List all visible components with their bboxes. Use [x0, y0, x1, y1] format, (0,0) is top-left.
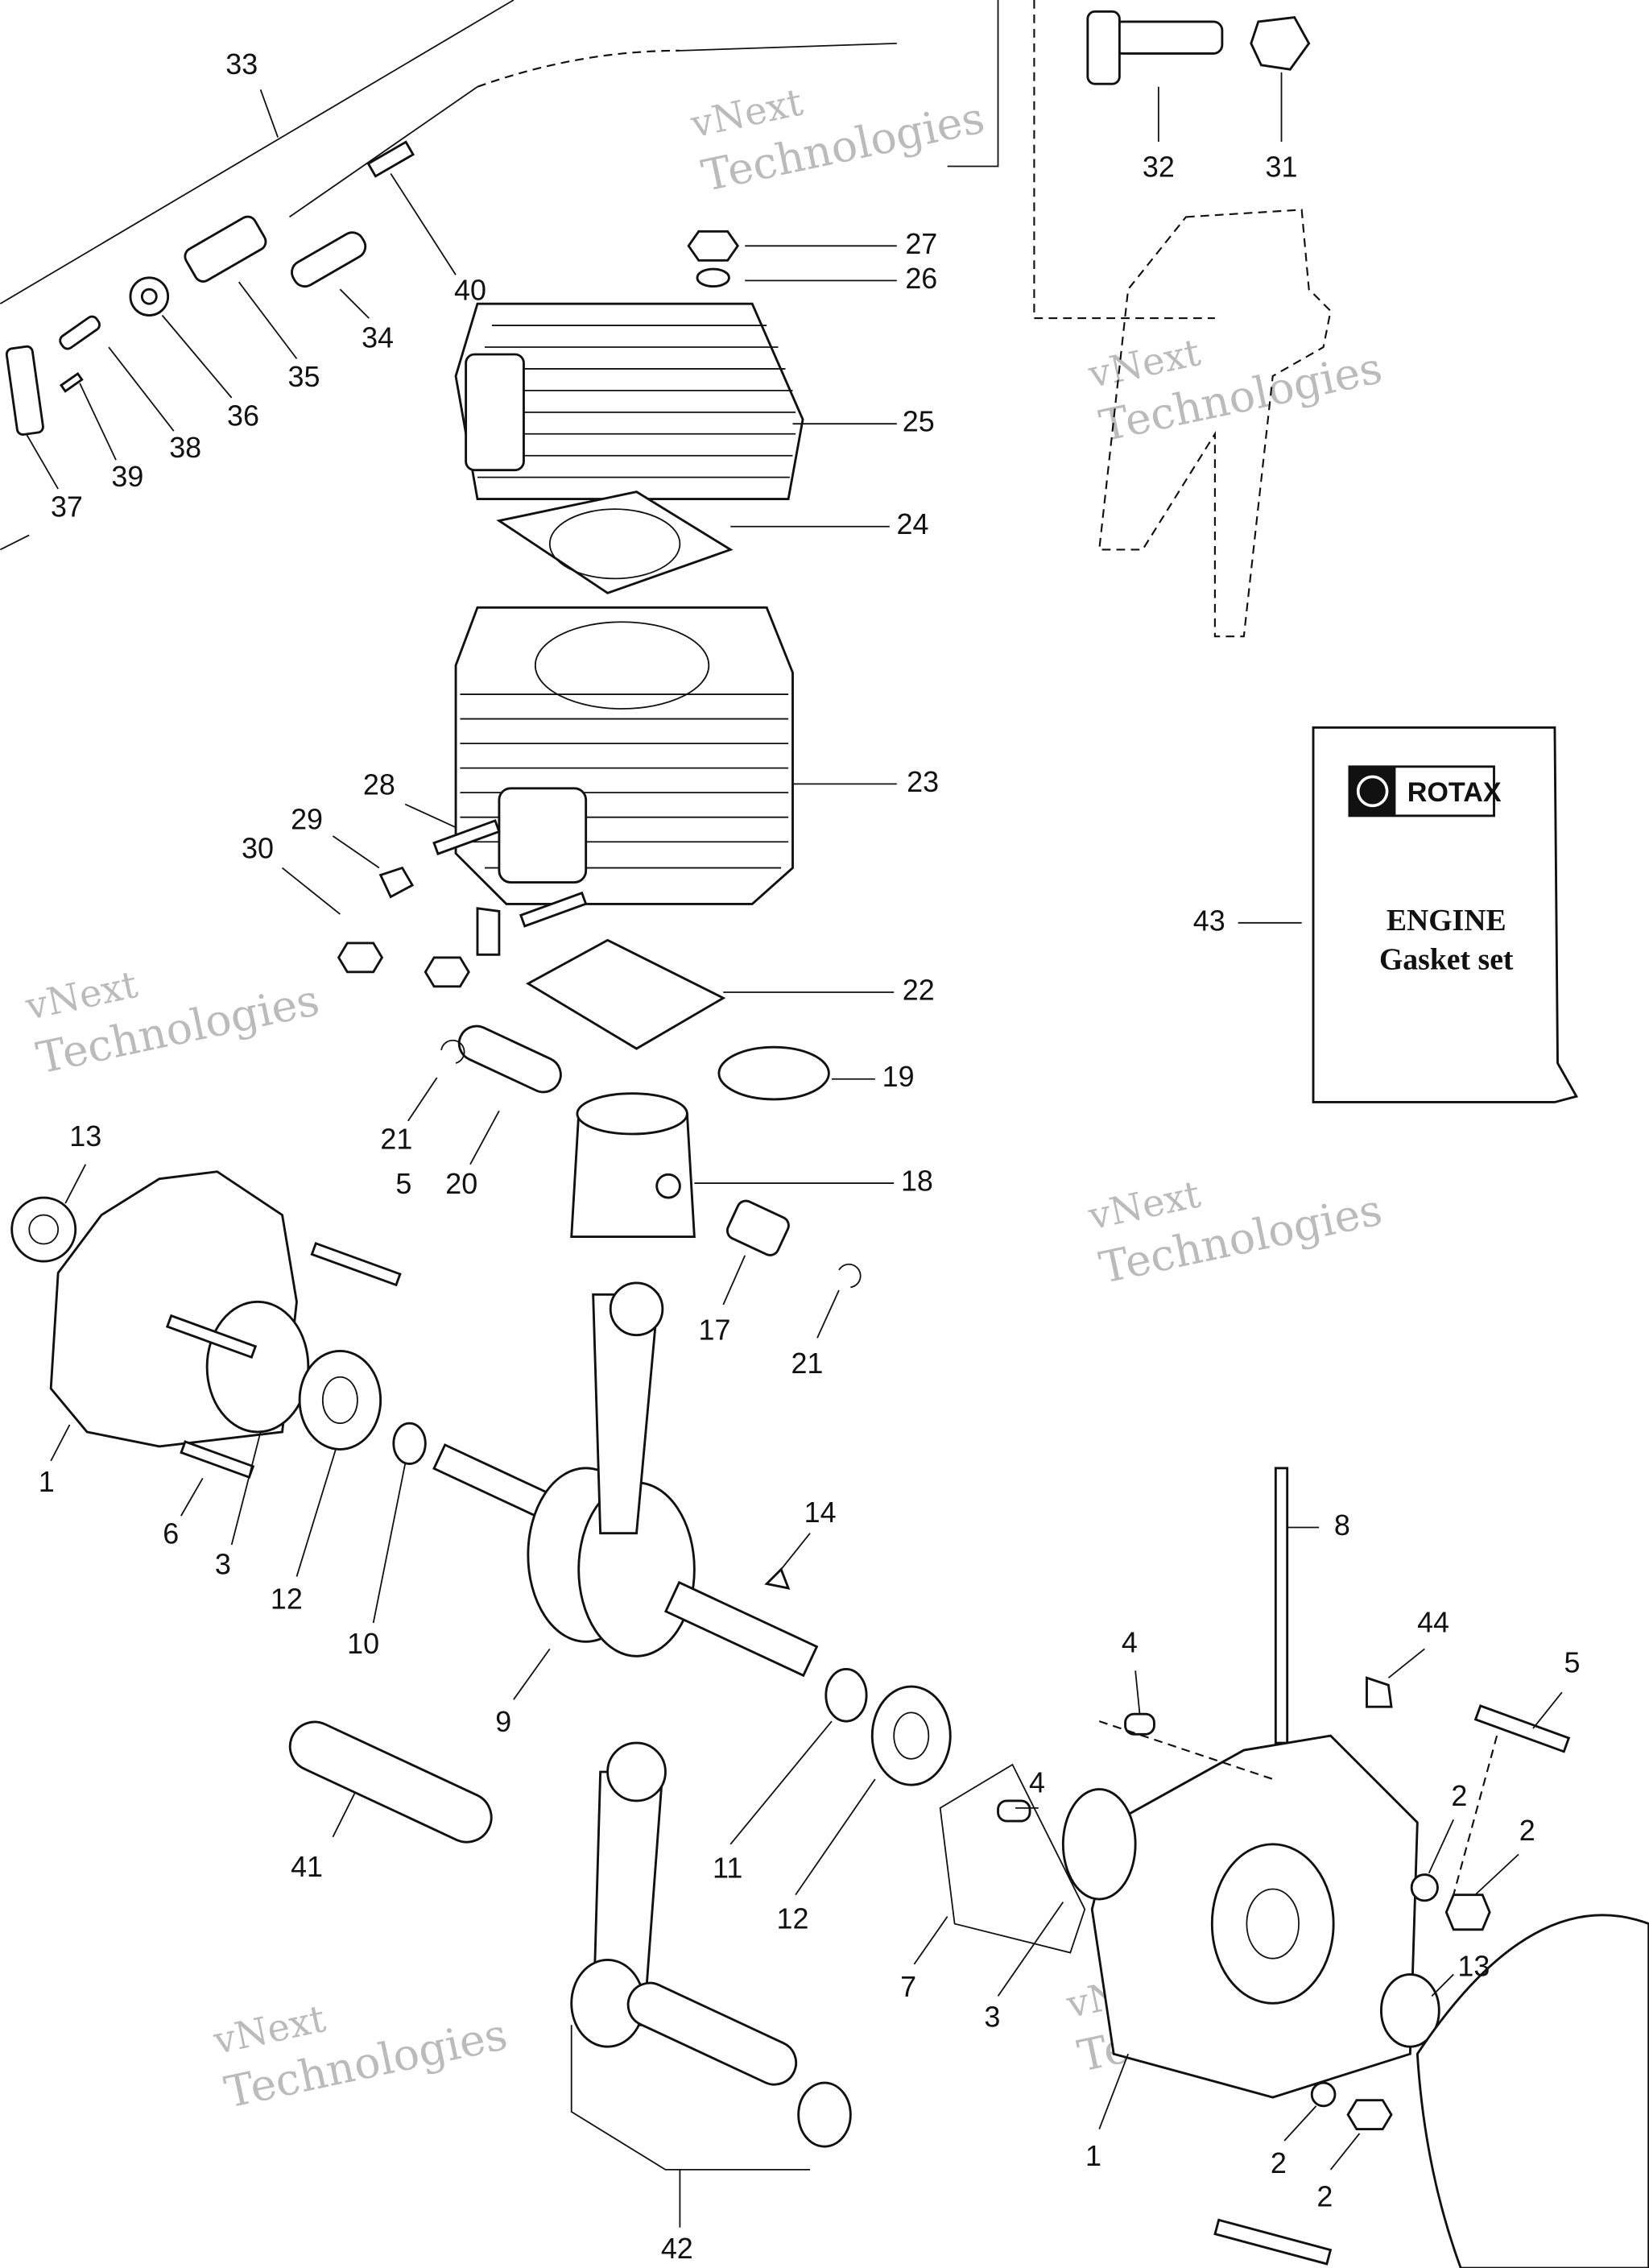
leader-lines [25, 72, 1563, 2228]
bombardier-emblem-icon [1349, 766, 1396, 816]
callout-4: 4 [1029, 1766, 1045, 1799]
callout-24: 24 [897, 507, 929, 540]
gasket-kit-package: ROTAX ENGINE Gasket set [1312, 726, 1579, 1103]
callout-33: 33 [225, 48, 258, 81]
callout-43: 43 [1193, 904, 1225, 937]
crankcase-right [939, 1467, 1649, 2268]
base-gasket [525, 938, 726, 1050]
bracket-outline [1098, 209, 1332, 638]
callout-21: 21 [791, 1347, 823, 1380]
callout-32: 32 [1143, 151, 1175, 184]
bearings-right [824, 1668, 952, 1786]
connecting-rod-kit [570, 1741, 852, 2171]
head-gasket [496, 490, 734, 594]
cylinder-head [454, 302, 804, 501]
callout-19: 19 [882, 1060, 915, 1093]
callout-40: 40 [454, 273, 486, 306]
callout-1: 1 [1085, 2139, 1101, 2172]
callout-3: 3 [984, 2001, 1000, 2034]
callout-25: 25 [903, 405, 935, 438]
callout-23: 23 [907, 765, 939, 798]
callout-34: 34 [362, 321, 394, 354]
nut [687, 230, 739, 262]
cylinder [454, 606, 794, 905]
callout-42: 42 [661, 2232, 693, 2265]
callout-2: 2 [1271, 2146, 1287, 2179]
callout-41: 41 [291, 1850, 323, 1883]
callout-21: 21 [380, 1122, 412, 1155]
crankpin [288, 1720, 493, 1844]
callout-17: 17 [699, 1314, 731, 1347]
callout-35: 35 [287, 360, 320, 393]
callout-labels: 33 40 34 35 36 38 39 37 27 26 25 24 32 3… [39, 48, 1581, 2265]
callout-11: 11 [713, 1852, 742, 1885]
callout-28: 28 [363, 768, 395, 801]
callout-39: 39 [111, 460, 143, 493]
cylinder-fasteners [337, 819, 588, 988]
callout-13: 13 [1457, 1950, 1490, 1983]
callout-7: 7 [900, 1970, 916, 2003]
throttle-cable [0, 0, 1215, 551]
callout-12: 12 [271, 1583, 303, 1616]
callout-22: 22 [903, 973, 935, 1006]
callout-13: 13 [69, 1120, 101, 1153]
callout-27: 27 [905, 227, 937, 260]
callout-44: 44 [1417, 1605, 1449, 1638]
callout-2: 2 [1519, 1814, 1535, 1847]
callout-29: 29 [291, 803, 323, 836]
kit-title-line1: ENGINE [1387, 904, 1506, 937]
callout-30: 30 [242, 831, 274, 864]
kit-title-line2: Gasket set [1379, 942, 1514, 976]
callout-3: 3 [215, 1547, 231, 1580]
callout-31: 31 [1266, 151, 1298, 184]
callout-38: 38 [169, 431, 201, 464]
callout-37: 37 [51, 490, 83, 524]
washer [696, 267, 730, 288]
callout-5: 5 [395, 1167, 411, 1200]
crankcase-left [10, 1170, 427, 1480]
callout-4: 4 [1122, 1625, 1138, 1658]
callout-1: 1 [39, 1465, 55, 1498]
callout-14: 14 [804, 1496, 837, 1529]
callout-5: 5 [1564, 1646, 1580, 1679]
primer-parts [1086, 10, 1311, 85]
callout-18: 18 [901, 1165, 933, 1198]
callout-8: 8 [1334, 1509, 1350, 1542]
piston-set [440, 1024, 862, 1289]
kit-brand: ROTAX [1407, 777, 1502, 808]
callout-20: 20 [445, 1167, 477, 1200]
callout-9: 9 [495, 1705, 511, 1738]
callout-6: 6 [163, 1517, 179, 1550]
callout-12: 12 [777, 1902, 809, 1935]
crankshaft [432, 1281, 819, 1678]
callout-36: 36 [227, 399, 259, 432]
callout-10: 10 [347, 1627, 379, 1660]
callout-2: 2 [1451, 1779, 1467, 1812]
choke-parts [5, 215, 367, 437]
callout-2: 2 [1316, 2179, 1333, 2212]
callout-26: 26 [905, 262, 937, 295]
